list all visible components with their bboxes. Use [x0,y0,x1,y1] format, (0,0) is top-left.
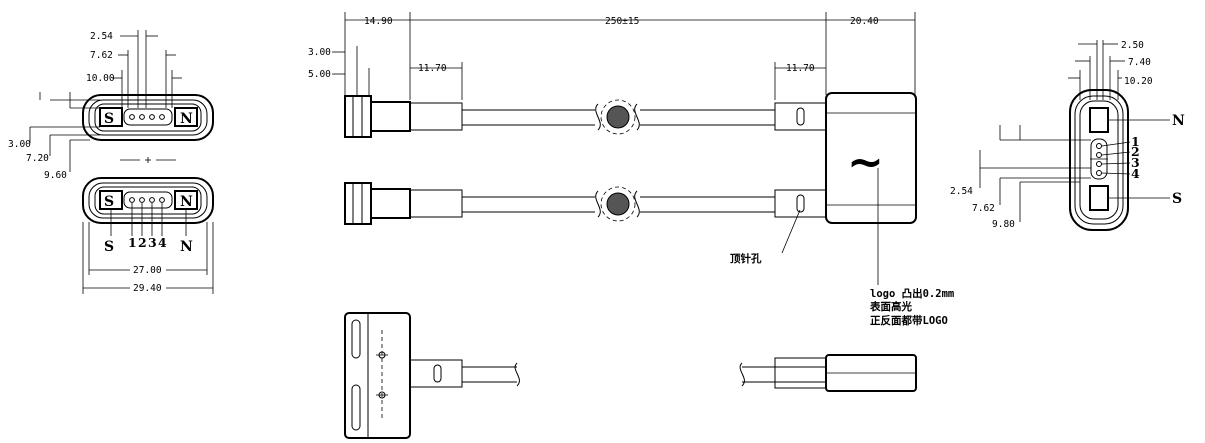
dim-20-40: 20.40 [850,16,879,27]
dim-29-40: 29.40 [133,283,162,294]
end-dim-9-80: 9.80 [992,219,1015,230]
end-pin-1: 1 [1131,134,1140,149]
cable-lower [344,182,827,254]
right-end-view: N S 1 2 3 4 2.50 7.40 10.20 2.54 [950,40,1185,231]
dim-3-00: 3.00 [8,139,31,150]
dim-11-70-left: 11.70 [418,63,447,74]
connector-face-bottom: S N [82,177,214,236]
end-dim-10-20: 10.20 [1124,76,1153,87]
callout-pin-hole: 顶针孔 [730,252,762,265]
label-pin-1: 1 [128,235,137,250]
dim-7-20: 7.20 [26,153,49,164]
end-dim-2-50: 2.50 [1121,40,1144,51]
dim-250: 250±15 [605,16,639,27]
end-pin-4: 4 [1131,166,1140,181]
end-dim-7-62: 7.62 [972,203,995,214]
dim-11-70-right: 11.70 [786,63,815,74]
dim-3-00-top: 3.00 [308,47,331,58]
connector-face-top: S N [82,94,214,141]
label-s: S [104,239,114,255]
dim-14-90: 14.90 [364,16,393,27]
end-label-n: N [1172,113,1185,129]
note-surface-gloss: 表面高光 [869,300,912,313]
center-cable-views: 14.90 250±15 20.40 3.00 5.00 11.70 11.70 [308,12,954,439]
plate-label-n-bottom: N [180,194,193,210]
dim-5-00-top: 5.00 [308,69,331,80]
end-pin-2: 2 [1131,144,1140,159]
label-pin-4: 4 [158,235,167,250]
note-logo-protrude: logo 凸出0.2mm [870,287,954,300]
end-pin-3: 3 [1131,155,1140,170]
cable-upper [344,95,827,138]
dim-9-60: 9.60 [44,170,67,181]
dim-2-54: 2.54 [90,31,113,42]
end-label-s: S [1172,191,1182,207]
plate-label-n-top: N [180,111,193,127]
connector-body: ~ [825,92,917,285]
dim-27-00: 27.00 [133,265,162,276]
note-both-sides-logo: 正反面都带LOGO [870,314,948,327]
plate-label-s-bottom: S [104,194,114,210]
left-front-views: S N S N S [8,30,214,294]
end-dim-2-54: 2.54 [950,186,973,197]
plate-label-s-top: S [104,111,114,127]
side-view-left [344,312,520,439]
label-pin-2: 2 [138,235,147,250]
end-dim-7-40: 7.40 [1128,57,1151,68]
dim-7-62: 7.62 [90,50,113,61]
label-n: N [180,239,193,255]
dim-10-00: 10.00 [86,73,115,84]
label-pin-3: 3 [148,235,157,250]
side-view-right [739,354,917,392]
